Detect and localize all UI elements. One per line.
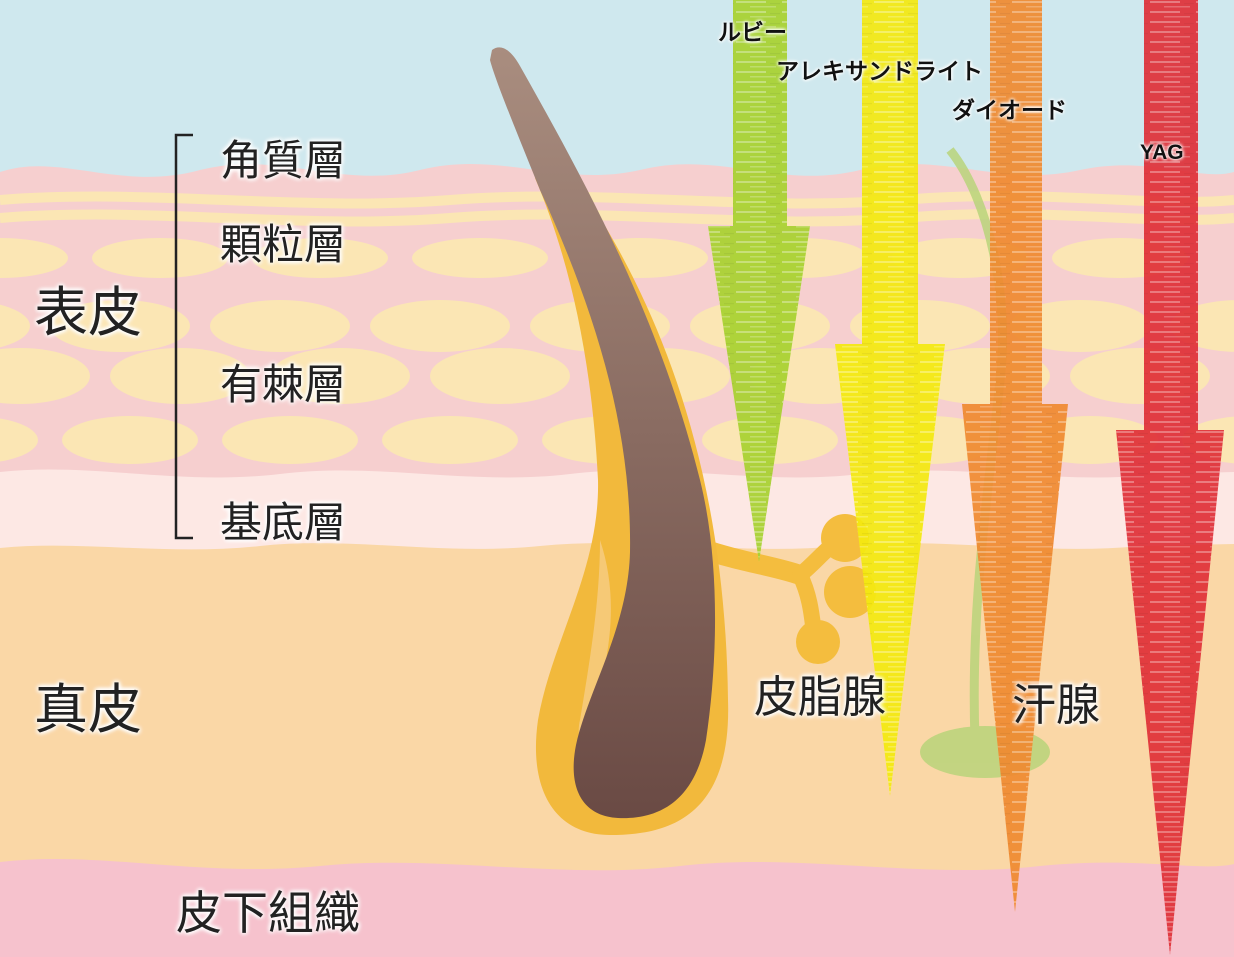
epidermal-cell xyxy=(62,416,198,464)
laser-label-alexandrite: アレキサンドライト xyxy=(776,58,983,84)
epidermal-cell xyxy=(252,238,388,278)
epidermal-cell xyxy=(222,416,358,464)
epidermal-cell xyxy=(382,416,518,464)
laser-label-diode: ダイオード xyxy=(952,97,1067,123)
dermis-label: 真皮 xyxy=(34,678,142,741)
epidermal-cell xyxy=(370,300,510,352)
sebaceous-gland-label: 皮脂腺 xyxy=(754,672,886,723)
epidermal-cell xyxy=(0,304,30,348)
cornified-line xyxy=(0,191,1234,209)
epidermal-cell xyxy=(92,238,228,278)
epidermal-cell xyxy=(0,238,68,278)
epidermal-cell xyxy=(412,238,548,278)
laser-beam-diode xyxy=(962,0,1068,912)
laser-label-ruby: ルビー xyxy=(718,19,787,45)
epidermal-cell xyxy=(110,348,250,404)
cornified-line xyxy=(0,209,1234,227)
epidermal-cell xyxy=(0,418,38,462)
sweat-gland-label: 汗腺 xyxy=(1012,680,1100,731)
stratum-basale-label: 基底層 xyxy=(220,498,347,547)
stratum-granulosum-label: 顆粒層 xyxy=(220,220,347,269)
stratum-corneum-label: 角質層 xyxy=(220,136,347,185)
epidermal-cell xyxy=(430,348,570,404)
laser-beam-alexandrite xyxy=(835,0,945,796)
laser-beam-yag xyxy=(1116,0,1224,955)
epidermis-label: 表皮 xyxy=(34,281,142,344)
epidermal-cell xyxy=(50,300,190,352)
stratum-spinosum-label: 有棘層 xyxy=(220,360,347,409)
laser-beam-ruby xyxy=(708,0,810,562)
subcutaneous-label: 皮下組織 xyxy=(176,886,360,940)
laser-beams xyxy=(708,0,1224,955)
subcutaneous-layer xyxy=(0,858,1234,957)
epidermal-cell xyxy=(210,300,350,352)
hair-follicle xyxy=(490,47,729,835)
laser-label-yag: YAG xyxy=(1140,141,1184,164)
layer-bracket xyxy=(174,133,193,540)
epidermal-cell xyxy=(270,348,410,404)
epidermal-cell xyxy=(0,348,90,404)
epidermal-cell xyxy=(1010,300,1150,352)
